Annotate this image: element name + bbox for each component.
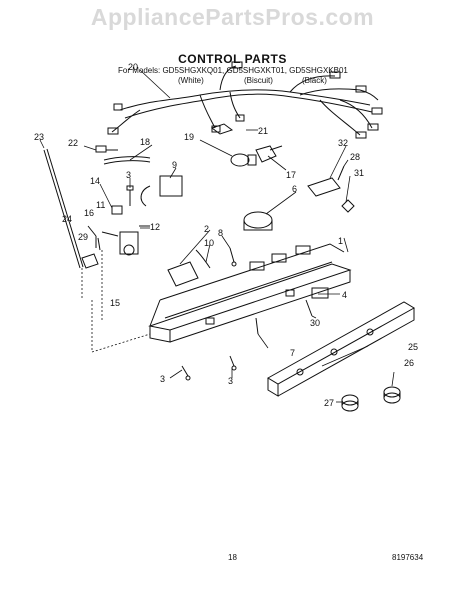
callout-22: 22 <box>68 138 78 148</box>
callout-11: 11 <box>96 200 105 210</box>
screw-7 <box>255 317 259 335</box>
variant-black: (Black) <box>302 76 327 85</box>
switch-32 <box>307 177 341 197</box>
bracket-15 <box>81 253 99 269</box>
callout-3-lower-left: 3 <box>160 374 165 384</box>
callout-31: 31 <box>354 168 364 178</box>
leader-lines <box>39 69 395 403</box>
screw-28 <box>337 165 345 181</box>
wire-clip-22 <box>95 145 118 153</box>
screw-29 <box>97 237 101 251</box>
callout-3-lower-right: 3 <box>228 376 233 386</box>
screw-3-right <box>229 355 237 371</box>
callout-3-upper: 3 <box>126 170 131 180</box>
callout-16: 16 <box>84 208 94 218</box>
callout-14: 14 <box>90 176 100 186</box>
screw-30 <box>305 299 313 317</box>
callout-8: 8 <box>218 228 223 238</box>
variant-biscuit: (Biscuit) <box>244 76 273 85</box>
screw-3-top <box>126 185 134 206</box>
control-housing <box>148 243 352 343</box>
tube-18 <box>103 156 151 165</box>
callout-17: 17 <box>286 170 296 180</box>
callout-18: 18 <box>140 137 150 147</box>
callout-28: 28 <box>350 152 360 162</box>
callout-23: 23 <box>34 132 44 142</box>
screw-3-left <box>181 365 191 381</box>
lamp-bulb <box>230 153 257 167</box>
callout-9: 9 <box>172 160 177 170</box>
models-line: For Models: GD5SHGXKQ01, GD5SHGXKT01, GD… <box>118 66 348 75</box>
callout-20: 20 <box>128 62 138 72</box>
knob-27 <box>341 394 359 412</box>
callout-32: 32 <box>338 138 348 148</box>
variant-white: (White) <box>178 76 204 85</box>
callout-labels: 20 21 22 23 18 19 17 32 28 31 9 3 14 11 … <box>34 62 418 408</box>
callout-10: 10 <box>204 238 214 248</box>
callout-24: 24 <box>62 214 72 224</box>
callout-30: 30 <box>310 318 320 328</box>
switch-4 <box>311 287 329 299</box>
callout-27: 27 <box>324 398 334 408</box>
clip-21 <box>210 123 234 135</box>
wire-harness <box>107 61 383 139</box>
watermark: AppliancePartsPros.com <box>90 4 375 30</box>
callout-29: 29 <box>78 232 88 242</box>
page-title: CONTROL PARTS <box>178 52 287 66</box>
relay-9 <box>140 175 183 207</box>
rod-23 <box>43 148 84 269</box>
document-number: 8197634 <box>392 553 424 562</box>
wire-10 <box>195 249 211 269</box>
bracket-2 <box>167 261 199 287</box>
clip-31 <box>341 199 355 213</box>
bracket-24 <box>87 225 97 248</box>
callout-19: 19 <box>184 132 194 142</box>
damper-control-6 <box>243 211 273 231</box>
trim-panel-25 <box>267 301 415 397</box>
thermostat-assembly <box>101 205 150 256</box>
callout-2: 2 <box>204 224 209 234</box>
callout-25: 25 <box>408 342 418 352</box>
callout-4: 4 <box>342 290 347 300</box>
knob-26 <box>383 386 401 404</box>
callout-12: 12 <box>150 222 160 232</box>
fastener-8 <box>229 247 237 267</box>
callout-7: 7 <box>290 348 295 358</box>
callout-6: 6 <box>292 184 297 194</box>
callout-1: 1 <box>338 236 343 246</box>
callout-21: 21 <box>258 126 268 136</box>
lamp-socket <box>255 145 283 163</box>
callout-26: 26 <box>404 358 414 368</box>
page-number: 18 <box>228 553 237 562</box>
callout-15: 15 <box>110 298 120 308</box>
